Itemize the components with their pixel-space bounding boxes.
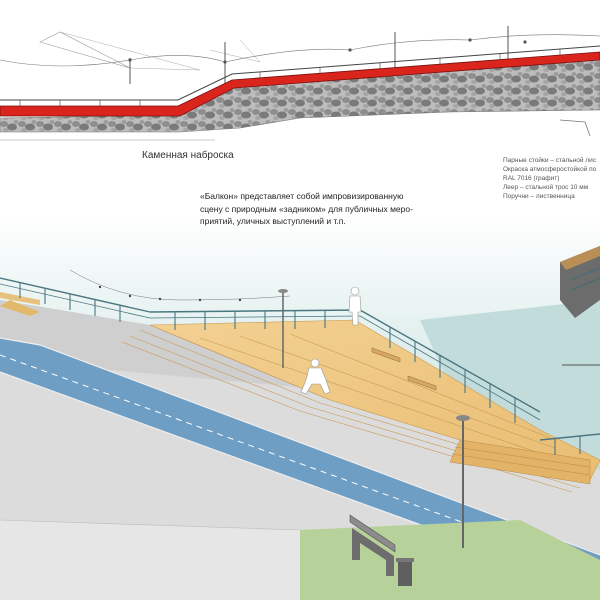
- description-line: сцену с природным «задником» для публичн…: [200, 203, 413, 214]
- person-standing-icon: [348, 286, 362, 326]
- perspective-view: [0, 212, 600, 600]
- cross-section: [0, 26, 600, 141]
- spec-line: Окраска атмосферостойкой по: [503, 166, 597, 173]
- trash-bin-icon: [396, 558, 414, 586]
- description-line: «Балкон» представляет собой импровизиров…: [200, 191, 404, 201]
- balcony-description: «Балкон» представляет собой импровизиров…: [200, 190, 460, 228]
- stone-fill-label: Каменная наброска: [142, 150, 234, 161]
- bench-icon: [371, 347, 437, 391]
- street-lamp-icon: [278, 289, 288, 368]
- street-lamp-icon: [456, 415, 470, 548]
- railing-detail: [560, 246, 600, 366]
- person-sitting-icon: [300, 358, 331, 395]
- spec-line: Поручни – лиственница: [503, 193, 575, 200]
- bench-icon: [349, 514, 396, 576]
- description-line: приятий, уличных выступлений и т.п.: [200, 216, 346, 226]
- spec-line: Леер – стальной трос 10 мм: [503, 184, 589, 191]
- spec-line: RAL 7016 (графит): [503, 175, 560, 182]
- spec-line: Парные стойки – стальной лис: [503, 157, 596, 164]
- grass-area: [300, 520, 600, 600]
- railing-spec-notes: Парные стойки – стальной лис Окраска атм…: [503, 156, 600, 201]
